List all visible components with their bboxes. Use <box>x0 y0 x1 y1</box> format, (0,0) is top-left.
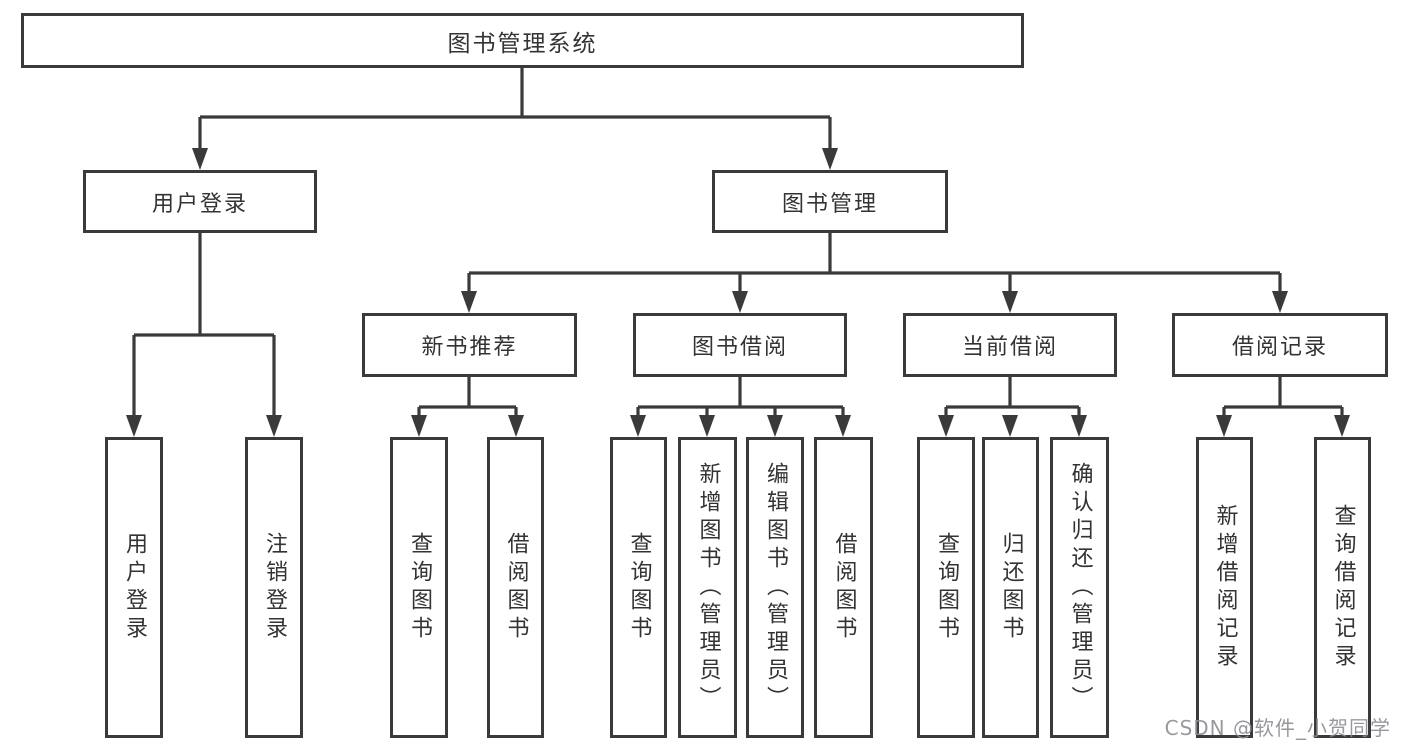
csdn-watermark: CSDN @软件_小贺同学 <box>1164 716 1391 740</box>
leaf-query-borrow-record: 查询借阅记录 <box>1314 437 1371 738</box>
leaf-return-book: 归还图书 <box>982 437 1039 738</box>
node-user-login: 用户登录 <box>83 170 317 233</box>
connector-borrow-record-to-leaves <box>1222 377 1344 419</box>
node-borrowing-records: 借阅记录 <box>1172 313 1388 377</box>
leaf-return-book-label: 归还图书 <box>998 531 1024 644</box>
leaf-user-login-label: 用户登录 <box>122 531 147 644</box>
leaf-query-books-1: 查询图书 <box>390 437 448 738</box>
leaf-edit-book-admin-label: 编辑图书（管理员） <box>763 461 788 714</box>
leaf-add-borrow-record-label: 新增借阅记录 <box>1212 503 1238 672</box>
leaf-logout-label: 注销登录 <box>262 531 287 644</box>
node-book-management-label: 图书管理 <box>781 191 878 217</box>
leaf-add-borrow-record: 新增借阅记录 <box>1196 437 1253 738</box>
connector-book-mgmt-to-level3 <box>467 233 1282 295</box>
leaf-borrow-books-1-label: 借阅图书 <box>503 531 529 644</box>
leaf-logout: 注销登录 <box>245 437 303 738</box>
node-user-login-label: 用户登录 <box>151 191 248 217</box>
connector-book-borrow-to-leaves <box>636 377 845 419</box>
node-book-borrowing: 图书借阅 <box>633 313 847 377</box>
leaf-query-books-2-label: 查询图书 <box>626 531 652 644</box>
node-current-borrowing: 当前借阅 <box>903 313 1117 377</box>
connector-root-to-level2 <box>198 68 832 152</box>
leaf-confirm-return-admin-label: 确认归还（管理员） <box>1067 461 1093 714</box>
node-current-borrowing-label: 当前借阅 <box>961 335 1058 360</box>
connector-new-book-to-leaves <box>417 377 518 419</box>
connector-current-borrow-to-leaves <box>944 377 1081 419</box>
leaf-query-books-1-label: 查询图书 <box>407 531 432 644</box>
node-book-borrowing-label: 图书借阅 <box>691 335 788 360</box>
leaf-query-books-3: 查询图书 <box>917 437 975 738</box>
leaf-add-book-admin: 新增图书（管理员） <box>678 437 737 738</box>
node-library-management-system: 图书管理系统 <box>21 13 1024 68</box>
leaf-edit-book-admin: 编辑图书（管理员） <box>746 437 804 738</box>
leaf-confirm-return-admin: 确认归还（管理员） <box>1050 437 1109 738</box>
leaf-borrow-books-2: 借阅图书 <box>814 437 873 738</box>
node-new-book-recommendation: 新书推荐 <box>362 313 577 377</box>
node-new-book-recommendation-label: 新书推荐 <box>421 335 518 360</box>
leaf-borrow-books-1: 借阅图书 <box>487 437 544 738</box>
node-book-management: 图书管理 <box>712 170 948 233</box>
node-library-management-system-label: 图书管理系统 <box>447 30 598 57</box>
leaf-query-books-3-label: 查询图书 <box>934 531 959 644</box>
leaf-query-books-2: 查询图书 <box>610 437 667 738</box>
leaf-borrow-books-2-label: 借阅图书 <box>831 531 857 644</box>
node-borrowing-records-label: 借阅记录 <box>1231 335 1328 360</box>
leaf-add-book-admin-label: 新增图书（管理员） <box>695 461 721 714</box>
leaf-query-borrow-record-label: 查询借阅记录 <box>1330 503 1356 672</box>
connector-user-login-to-leaves <box>132 233 276 419</box>
leaf-user-login: 用户登录 <box>105 437 163 738</box>
